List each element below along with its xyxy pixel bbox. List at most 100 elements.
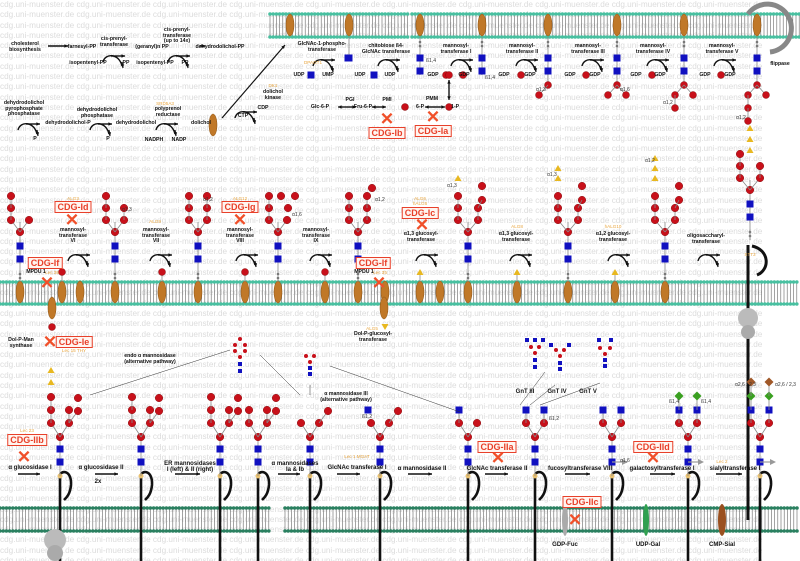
arrow-head-icon: [173, 132, 178, 136]
lipid-head: [797, 12, 800, 16]
lipid-head: [94, 280, 98, 284]
mannose-circle: [622, 91, 630, 99]
lipid-head: [139, 302, 143, 306]
cdg-ic-badge[interactable]: CDG-Ic: [401, 207, 439, 219]
phosphate-dot: [18, 272, 22, 276]
mannose-circle: [689, 91, 697, 99]
lipid-head: [600, 529, 604, 533]
lipid-head: [570, 35, 574, 39]
label-gnt-v: GnT V: [579, 389, 597, 395]
cdg-ia-badge[interactable]: CDG-Ia: [414, 125, 452, 137]
lipid-head: [555, 529, 559, 533]
lipid-head: [212, 529, 217, 533]
gene-lec35-2: Lec 35: [373, 270, 387, 275]
dolichol-anchor: [47, 296, 57, 320]
arrow-head-icon: [428, 472, 432, 476]
dolichol-anchor: [415, 13, 425, 37]
mannose-circle: [535, 91, 543, 99]
lipid-head: [711, 280, 716, 284]
lipid-head: [494, 529, 499, 533]
lipid-head: [321, 529, 326, 533]
lipid-head: [267, 529, 271, 533]
lipid-head: [180, 280, 185, 284]
lipid-head: [286, 506, 291, 510]
lipid-head: [778, 35, 782, 39]
lipid-head: [513, 302, 517, 306]
lipid-head: [484, 280, 489, 284]
lipid-head: [251, 302, 255, 306]
cdg-iid-badge[interactable]: CDG-IId: [633, 441, 673, 453]
lipid-head: [68, 506, 73, 510]
curved-reaction-arrow: [697, 254, 718, 266]
glucose-triangle: [554, 165, 562, 171]
lipid-head: [634, 12, 638, 16]
mannose-circle: [578, 181, 587, 190]
lipid-head: [87, 280, 92, 284]
phosphate-dot: [418, 40, 422, 44]
lipid-head: [471, 12, 475, 16]
bond: [674, 199, 680, 209]
lipid-head: [331, 280, 335, 284]
lipid-head: [364, 12, 368, 16]
glcnac-square: [680, 54, 688, 62]
lipid-head: [321, 302, 326, 306]
mannose-circle: [202, 191, 211, 200]
lipid-head: [65, 529, 69, 533]
curved-reaction-arrow: [235, 254, 256, 266]
lipid-head: [788, 302, 793, 306]
cdg-ie-badge[interactable]: CDG-Ie: [55, 336, 93, 348]
lipid-head: [347, 529, 351, 533]
gene-halg10: hALG10: [604, 224, 622, 229]
cdg-iia-badge[interactable]: CDG-IIa: [477, 441, 517, 453]
lipid-head: [763, 280, 767, 284]
lipid-head: [219, 302, 223, 306]
glucose-triangle: [454, 175, 462, 181]
mannose-circle: [401, 103, 409, 111]
lipid-head: [643, 12, 648, 16]
phosphate-dot: [480, 44, 484, 48]
lipid-head: [238, 506, 242, 510]
lipid-head: [372, 506, 377, 510]
lipid-head: [30, 529, 34, 533]
label-ump: UMP: [322, 72, 334, 78]
galactose-diamond: [674, 391, 684, 401]
glcnac-square: [564, 255, 572, 263]
lipid-head: [602, 35, 606, 39]
cdg-id-badge[interactable]: CDG-Id: [54, 201, 92, 213]
phosphate-dot: [113, 276, 117, 280]
lipid-head: [727, 12, 731, 16]
lipid-head: [148, 302, 153, 306]
mannose-circle: [648, 71, 656, 79]
cdg-iib-badge[interactable]: CDG-IIb: [7, 434, 47, 446]
cdg-if-badge-2[interactable]: CDG-If: [355, 257, 391, 269]
lipid-head: [84, 529, 89, 533]
lipid-head: [17, 506, 22, 510]
label-pp-2: PP: [181, 60, 189, 66]
lipid-head: [667, 529, 671, 533]
cdg-iic-badge[interactable]: CDG-IIc: [562, 496, 602, 508]
lipid-head: [401, 506, 406, 510]
lipid-head: [289, 529, 294, 533]
lipid-head: [657, 280, 661, 284]
lipid-head: [653, 35, 657, 39]
lipid-head: [164, 302, 169, 306]
lipid-head: [768, 12, 773, 16]
lipid-head: [318, 506, 323, 510]
lipid-head: [481, 302, 486, 306]
lipid-head: [542, 280, 546, 284]
lipid-head: [366, 506, 371, 510]
cdg-ib-badge[interactable]: CDG-Ib: [368, 127, 406, 139]
lipid-head: [292, 529, 297, 533]
arrow-head-icon: [671, 472, 675, 476]
label-endo-mannosidase: endo α mannosidase (alternative pathway): [124, 353, 176, 365]
label-dol-p-glucosyltransferase: Dol-P-glucosyl- transferase: [353, 331, 393, 343]
lipid-head: [728, 529, 732, 533]
cdg-ig-badge[interactable]: CDG-Ig: [221, 201, 259, 213]
mannose-circle: [478, 181, 487, 190]
lipid-head: [75, 506, 79, 510]
lipid-head: [548, 529, 553, 533]
lipid-head: [699, 280, 703, 284]
lipid-head: [714, 12, 718, 16]
cdg-if-badge[interactable]: CDG-If: [27, 257, 63, 269]
lipid-head: [343, 280, 348, 284]
